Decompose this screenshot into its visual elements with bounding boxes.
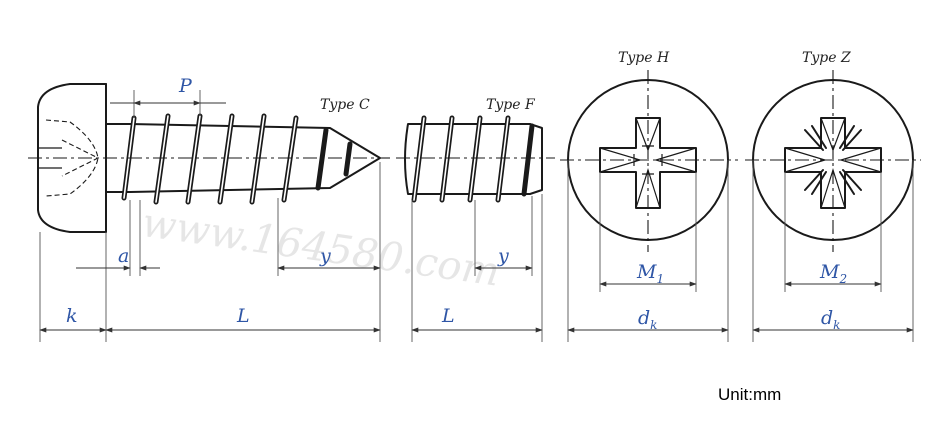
dim-p-label: P [178, 75, 193, 97]
dimension-lines [39, 100, 914, 333]
dim-dk-z-label: dk [821, 307, 840, 332]
dim-dk-h-label: dk [638, 307, 657, 332]
type-c-side-view [28, 83, 390, 233]
dim-l-c-label: L [236, 305, 250, 327]
head-slot [38, 147, 62, 169]
type-h-top-view [560, 70, 738, 252]
dim-k-label: k [66, 305, 78, 327]
dim-y-f-label: y [497, 245, 509, 267]
type-f-outline [404, 123, 543, 195]
type-c-label: Type C [320, 97, 370, 113]
type-f-side-view [396, 115, 555, 203]
dim-m1-label: M1 [636, 261, 664, 286]
dim-m2-label: M2 [819, 261, 847, 286]
pozidriv-tick-marks [804, 125, 862, 195]
type-f-thread-crests [411, 115, 535, 203]
type-f-label: Type F [486, 97, 536, 113]
dim-a-label: a [118, 245, 129, 267]
type-h-label: Type H [618, 50, 670, 66]
type-z-top-view [745, 70, 921, 252]
dim-l-f-label: L [441, 305, 455, 327]
dim-y-c-label: y [319, 245, 331, 267]
unit-label: Unit:mm [718, 385, 781, 404]
type-z-label: Type Z [802, 50, 851, 66]
